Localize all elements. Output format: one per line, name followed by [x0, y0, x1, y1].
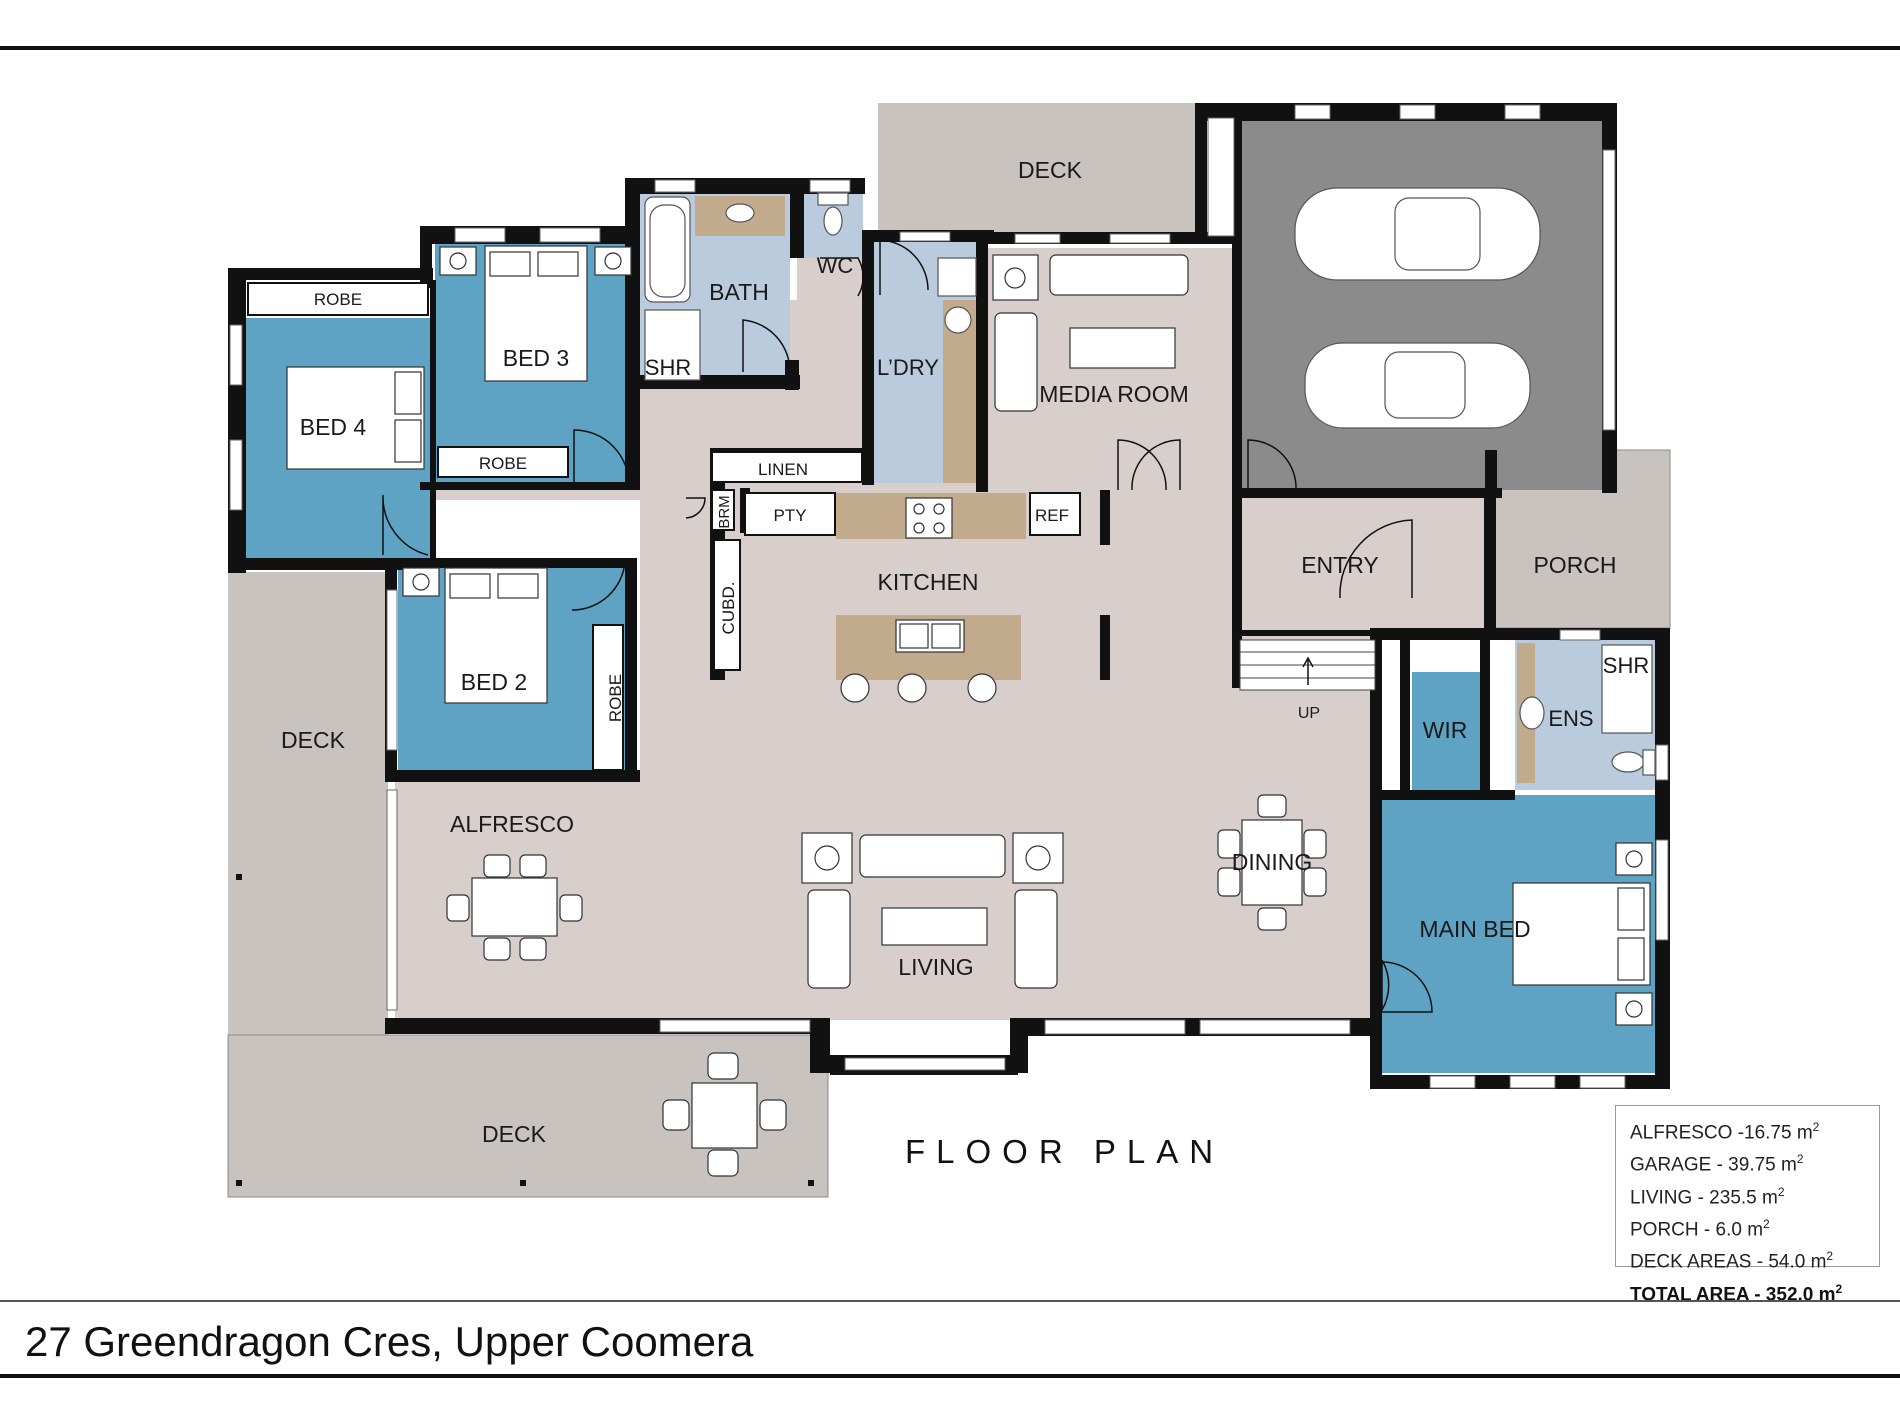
area-row: ALFRESCO -16.75 m2	[1630, 1120, 1820, 1144]
label-wc: WC	[817, 253, 854, 278]
label-cubd: CUBD.	[719, 582, 738, 635]
label-deck-bottom: DECK	[482, 1121, 547, 1147]
door-swings	[382, 239, 1433, 1013]
upper-hall-floor	[797, 255, 862, 305]
property-address: 27 Greendragon Cres, Upper Coomera	[25, 1318, 754, 1365]
label-ens: ENS	[1548, 706, 1593, 731]
top-rule	[0, 46, 1900, 50]
area-row: DECK AREAS - 54.0 m2	[1630, 1249, 1834, 1273]
label-entry: ENTRY	[1301, 552, 1379, 578]
deck-top	[878, 103, 1196, 233]
beds	[286, 245, 1653, 1026]
plan-title: FLOOR PLAN	[905, 1133, 1225, 1170]
label-pty: PTY	[773, 506, 806, 525]
label-main-bed: MAIN BED	[1419, 916, 1530, 942]
label-up: UP	[1298, 705, 1320, 722]
label-linen: LINEN	[758, 460, 808, 479]
deck-posts	[236, 874, 814, 1186]
wir-room	[1412, 672, 1480, 794]
label-bath: BATH	[709, 279, 769, 305]
label-bed3: BED 3	[503, 345, 569, 371]
address-top-rule	[0, 1300, 1900, 1302]
windows	[229, 104, 1669, 1089]
label-alfresco: ALFRESCO	[450, 811, 574, 837]
area-row: PORCH - 6.0 m2	[1630, 1216, 1770, 1241]
label-bed2: BED 2	[461, 669, 527, 695]
label-kitchen: KITCHEN	[878, 569, 979, 595]
label-shr-bath: SHR	[645, 355, 691, 380]
garage-floor	[1240, 118, 1602, 490]
area-row: LIVING - 235.5 m2	[1630, 1184, 1785, 1208]
dining-sets	[446, 794, 1327, 1177]
bath-fixtures	[644, 192, 1656, 776]
label-brm: BRM	[716, 495, 733, 528]
label-deck-top: DECK	[1018, 157, 1083, 183]
up-arrow-icon	[1302, 656, 1314, 685]
label-laundry: L’DRY	[877, 355, 939, 380]
area-schedule: ALFRESCO -16.75 m2 GARAGE - 39.75 m2 LIV…	[1615, 1105, 1880, 1305]
area-row-total: TOTAL AREA - 352.0 m2	[1630, 1281, 1843, 1305]
label-robe-bed2: ROBE	[606, 674, 625, 722]
cooktop	[840, 497, 997, 703]
label-dining: DINING	[1232, 849, 1313, 875]
label-shr-ens: SHR	[1603, 653, 1649, 678]
entry-floor	[1240, 490, 1485, 635]
label-porch: PORCH	[1533, 552, 1616, 578]
label-deck-left: DECK	[281, 727, 346, 753]
label-media: MEDIA ROOM	[1039, 381, 1189, 407]
car-icon	[1294, 187, 1541, 429]
garage-door	[1207, 117, 1235, 237]
label-living: LIVING	[898, 954, 973, 980]
area-row: GARAGE - 39.75 m2	[1630, 1152, 1804, 1176]
label-robe-bed4: ROBE	[314, 290, 362, 309]
storage-units	[247, 282, 1081, 771]
sofas	[801, 254, 1189, 989]
bottom-rule	[0, 1374, 1900, 1378]
label-ref: REF	[1035, 506, 1069, 525]
label-bed4: BED 4	[300, 414, 367, 440]
label-wir: WIR	[1423, 717, 1468, 743]
label-robe-bed3: ROBE	[479, 454, 527, 473]
